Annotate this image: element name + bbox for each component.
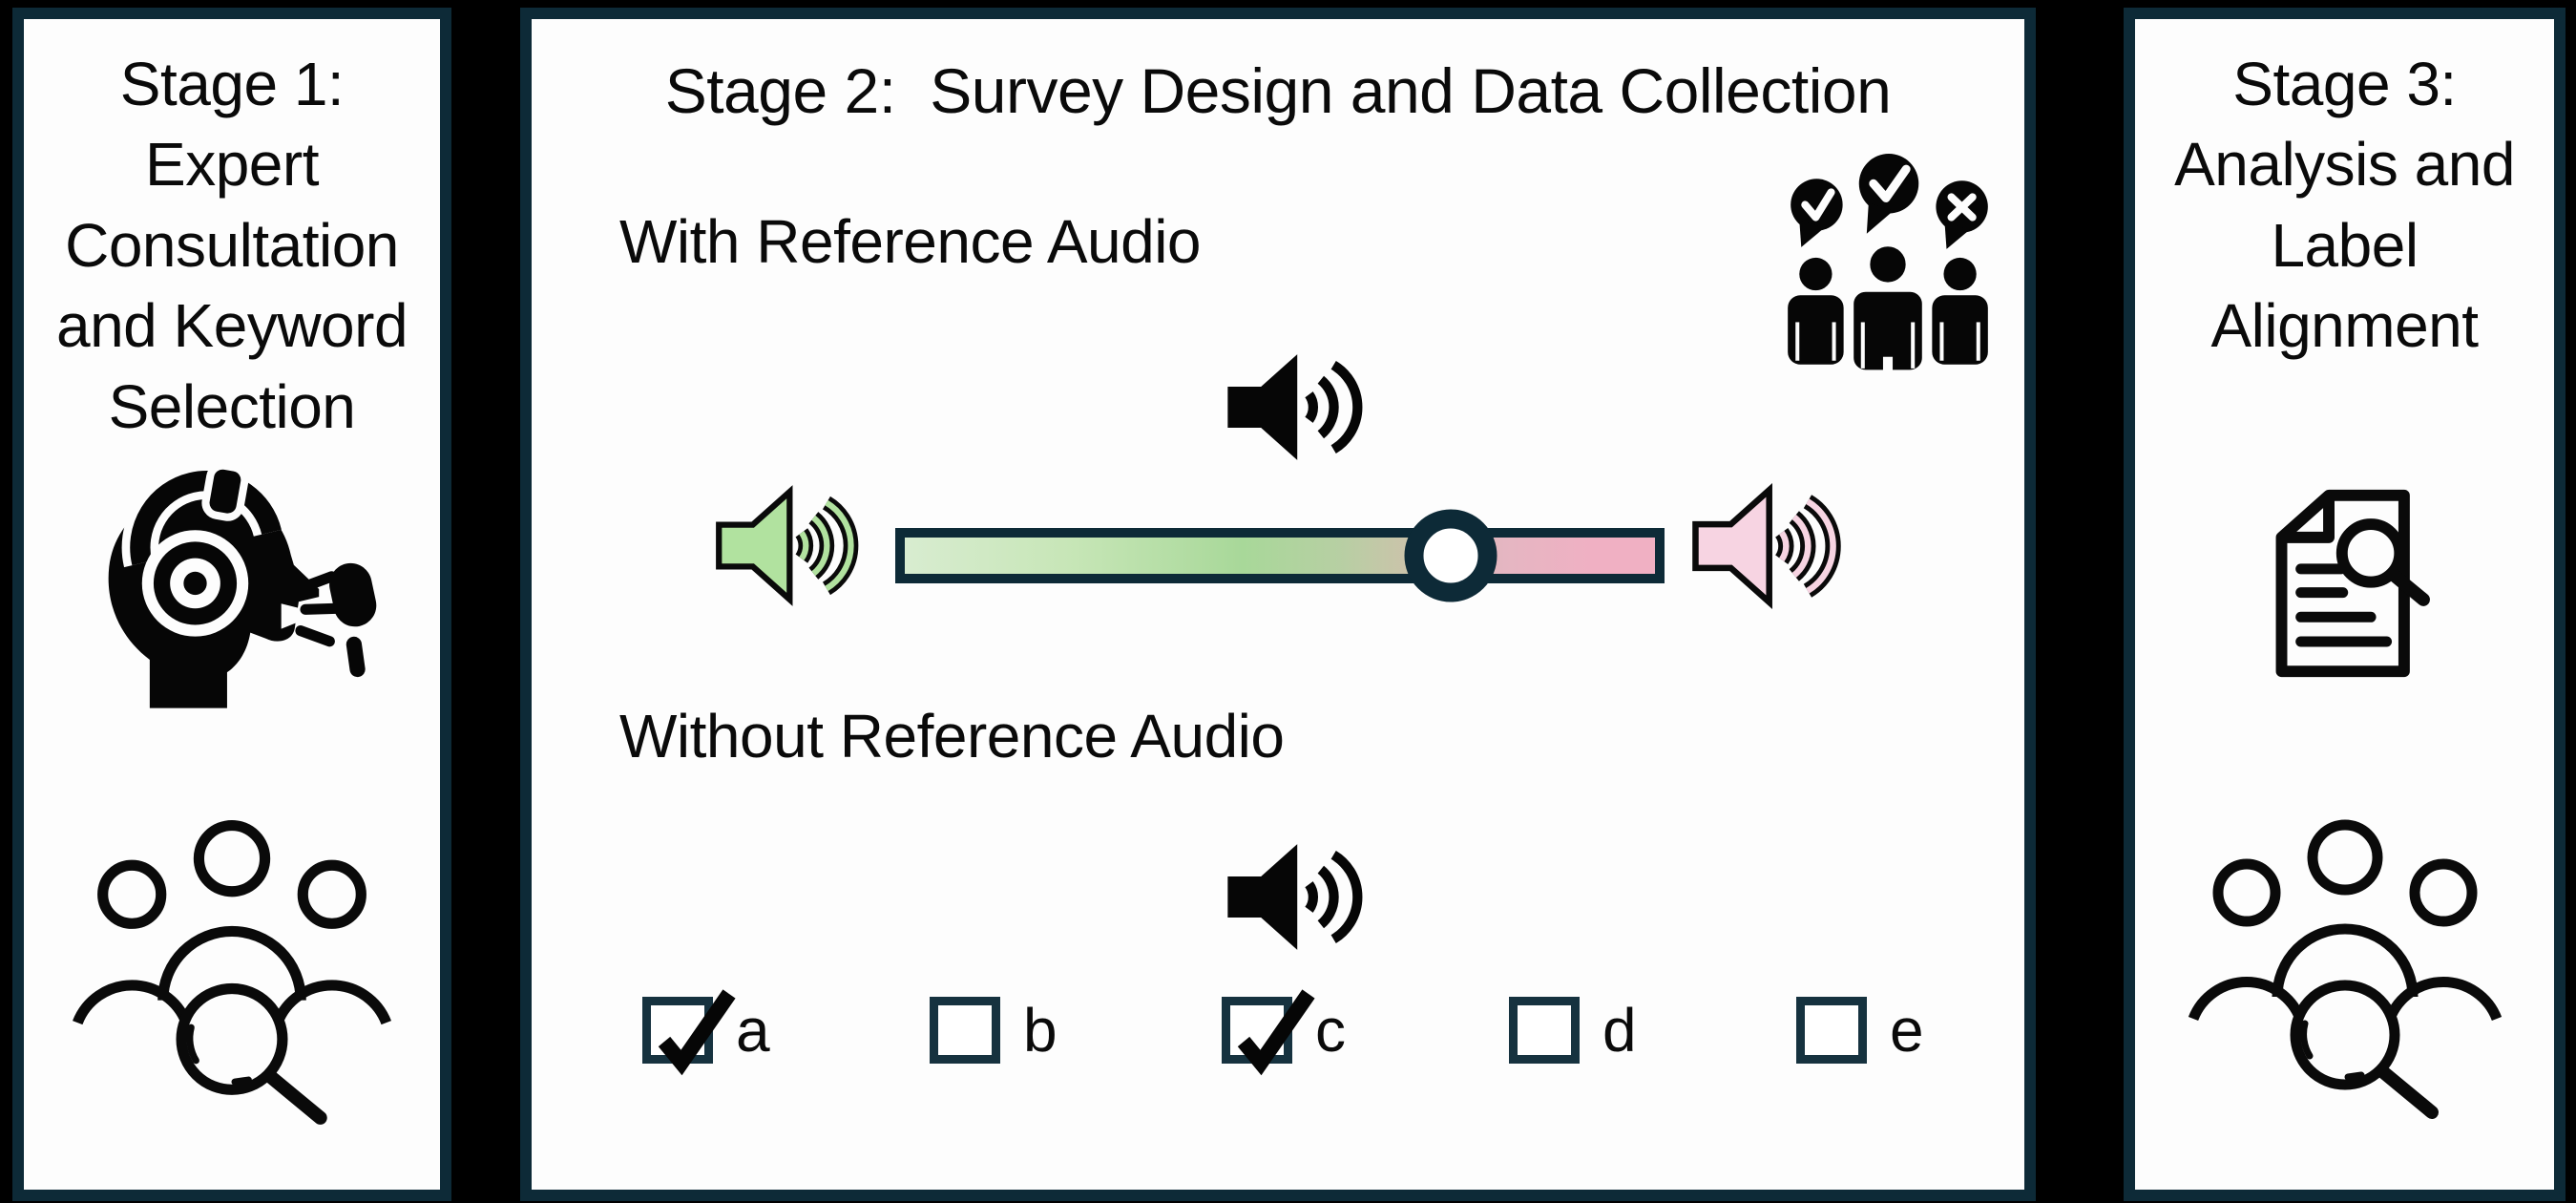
pink-speaker-icon [1690,482,1841,610]
speaker-icon-2[interactable] [1225,841,1363,953]
speaker-icon[interactable] [1225,351,1363,463]
checkbox[interactable] [930,997,1000,1064]
stage3-content: Stage 3: Analysis and Label Alignment [2135,19,2554,1190]
stage2-title: Stage 2: Survey Design and Data Collecti… [664,55,1892,126]
checkbox[interactable] [642,989,736,1076]
stage2-content: Stage 2: Survey Design and Data Collecti… [532,19,2024,1190]
checkbox-label: a [736,996,770,1065]
stage1-title: Stage 1: Expert Consultation and Keyword… [55,50,408,441]
document-search-icon [2255,475,2435,691]
checkbox-option-e[interactable]: e [1796,995,1924,1066]
checkbox[interactable] [1222,989,1315,1076]
checkbox[interactable] [1796,997,1867,1064]
rating-slider[interactable] [895,509,1665,602]
without-reference-label: Without Reference Audio [619,702,1285,770]
raters-vote-bubbles-icon [1772,149,2003,390]
with-reference-label: With Reference Audio [619,207,1202,276]
checkmark-icon [658,989,736,1076]
checkbox-label: b [1023,996,1058,1065]
slider-track[interactable] [895,528,1665,583]
checkbox-label: d [1602,996,1637,1065]
checkbox-label: e [1890,996,1924,1065]
stage3-panel: Stage 3: Analysis and Label Alignment [2124,8,2566,1201]
checkbox-option-c[interactable]: c [1222,989,1346,1076]
checkmark-icon [1237,989,1315,1076]
stage3-title: Stage 3: Analysis and Label Alignment [2174,50,2515,361]
slider-handle[interactable] [1404,509,1497,602]
people-search-icon [72,794,392,1129]
listener-headphones-mic-icon [86,461,377,708]
stage1-content: Stage 1: Expert Consultation and Keyword… [24,19,440,1190]
checkbox-option-a[interactable]: a [642,989,770,1076]
checkbox-label: c [1315,996,1346,1065]
checkbox-option-d[interactable]: d [1509,995,1637,1066]
stage1-panel: Stage 1: Expert Consultation and Keyword… [12,8,451,1201]
people-search-icon [2188,794,2503,1124]
stage2-panel: Stage 2: Survey Design and Data Collecti… [520,8,2036,1201]
checkbox-option-b[interactable]: b [930,995,1058,1066]
checkbox[interactable] [1509,997,1580,1064]
green-speaker-icon [715,485,859,606]
